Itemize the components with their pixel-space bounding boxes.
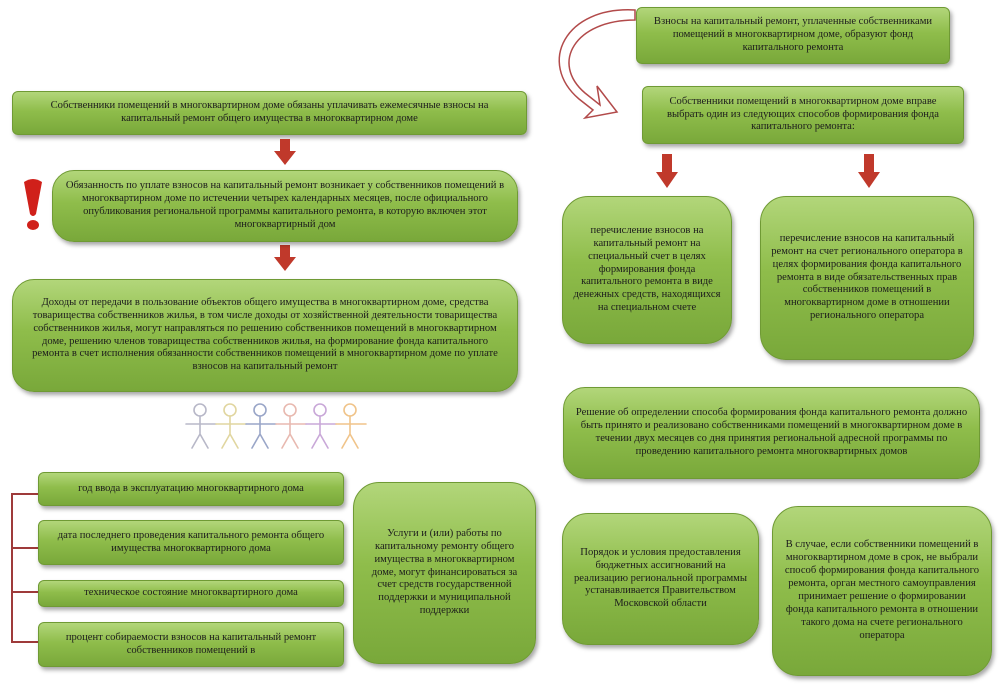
people-chain-icon (185, 403, 367, 449)
no-choice-text: В случае, если собственники помещений в … (784, 539, 980, 641)
criteria-item: техническое состояние многоквартирного д… (38, 580, 344, 607)
criteria-item: год ввода в эксплуатацию многоквартирног… (38, 472, 344, 506)
down-arrow-icon (858, 154, 880, 188)
income-text: Доходы от передачи в пользование объекто… (32, 296, 498, 373)
obligation-start-text: Обязанность по уплате взносов на капитал… (65, 180, 505, 230)
special-account-text: перечисление взносов на капитальный ремо… (573, 224, 721, 314)
curved-arrow-icon (558, 9, 636, 120)
criteria-item: дата последнего проведения капитального … (38, 520, 344, 565)
criteria-bracket (11, 493, 38, 643)
budget-order-text: Порядок и условия предоставления бюджетн… (574, 546, 747, 610)
special-account-box: перечисление взносов на капитальный ремо… (562, 196, 732, 344)
fund-formation-box: Взносы на капитальный ремонт, уплаченные… (636, 7, 950, 64)
down-arrow-icon (274, 245, 296, 271)
regional-operator-text: перечисление взносов на капитальный ремо… (771, 232, 963, 322)
regional-operator-box: перечисление взносов на капитальный ремо… (760, 196, 974, 360)
decision-deadline-text: Решение об определении способа формирова… (575, 407, 968, 457)
obligation-start-box: Обязанность по уплате взносов на капитал… (52, 170, 518, 242)
income-box: Доходы от передачи в пользование объекто… (12, 279, 518, 392)
criteria-item-text: год ввода в эксплуатацию многоквартирног… (78, 482, 304, 494)
choose-method-box: Собственники помещений в многоквартирном… (642, 86, 964, 144)
decision-deadline-box: Решение об определении способа формирова… (563, 387, 980, 479)
criteria-item: процент собираемости взносов на капиталь… (38, 622, 344, 667)
exclamation-icon (24, 179, 42, 230)
choose-method-text: Собственники помещений в многоквартирном… (666, 95, 940, 133)
no-choice-box: В случае, если собственники помещений в … (772, 506, 992, 676)
criteria-item-text: дата последнего проведения капитального … (57, 529, 325, 554)
monthly-payment-box: Собственники помещений в многоквартирном… (12, 91, 527, 135)
state-support-box: Услуги и (или) работы по капитальному ре… (353, 482, 536, 664)
budget-order-box: Порядок и условия предоставления бюджетн… (562, 513, 759, 645)
fund-formation-text: Взносы на капитальный ремонт, уплаченные… (653, 16, 933, 53)
criteria-item-text: техническое состояние многоквартирного д… (84, 587, 298, 599)
monthly-payment-text: Собственники помещений в многоквартирном… (50, 100, 489, 124)
state-support-text: Услуги и (или) работы по капитальному ре… (371, 527, 518, 617)
down-arrow-icon (656, 154, 678, 188)
criteria-item-text: процент собираемости взносов на капиталь… (65, 631, 317, 656)
down-arrow-icon (274, 139, 296, 165)
